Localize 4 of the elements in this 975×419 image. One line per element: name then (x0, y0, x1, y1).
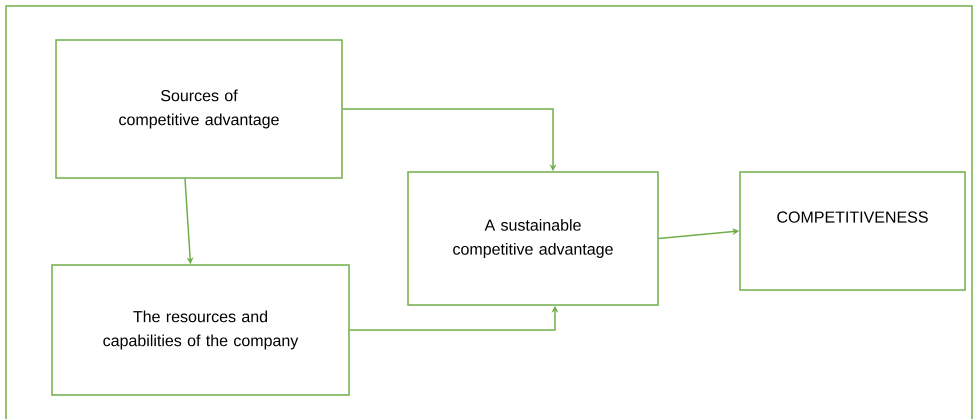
process-box: COMPETITIVENESS (739, 171, 966, 291)
process-box: Sources of competitive advantage (55, 39, 343, 179)
process-box: A sustainable competitive advantage (407, 171, 659, 306)
process-box: The resources and capabilities of the company (51, 264, 350, 396)
